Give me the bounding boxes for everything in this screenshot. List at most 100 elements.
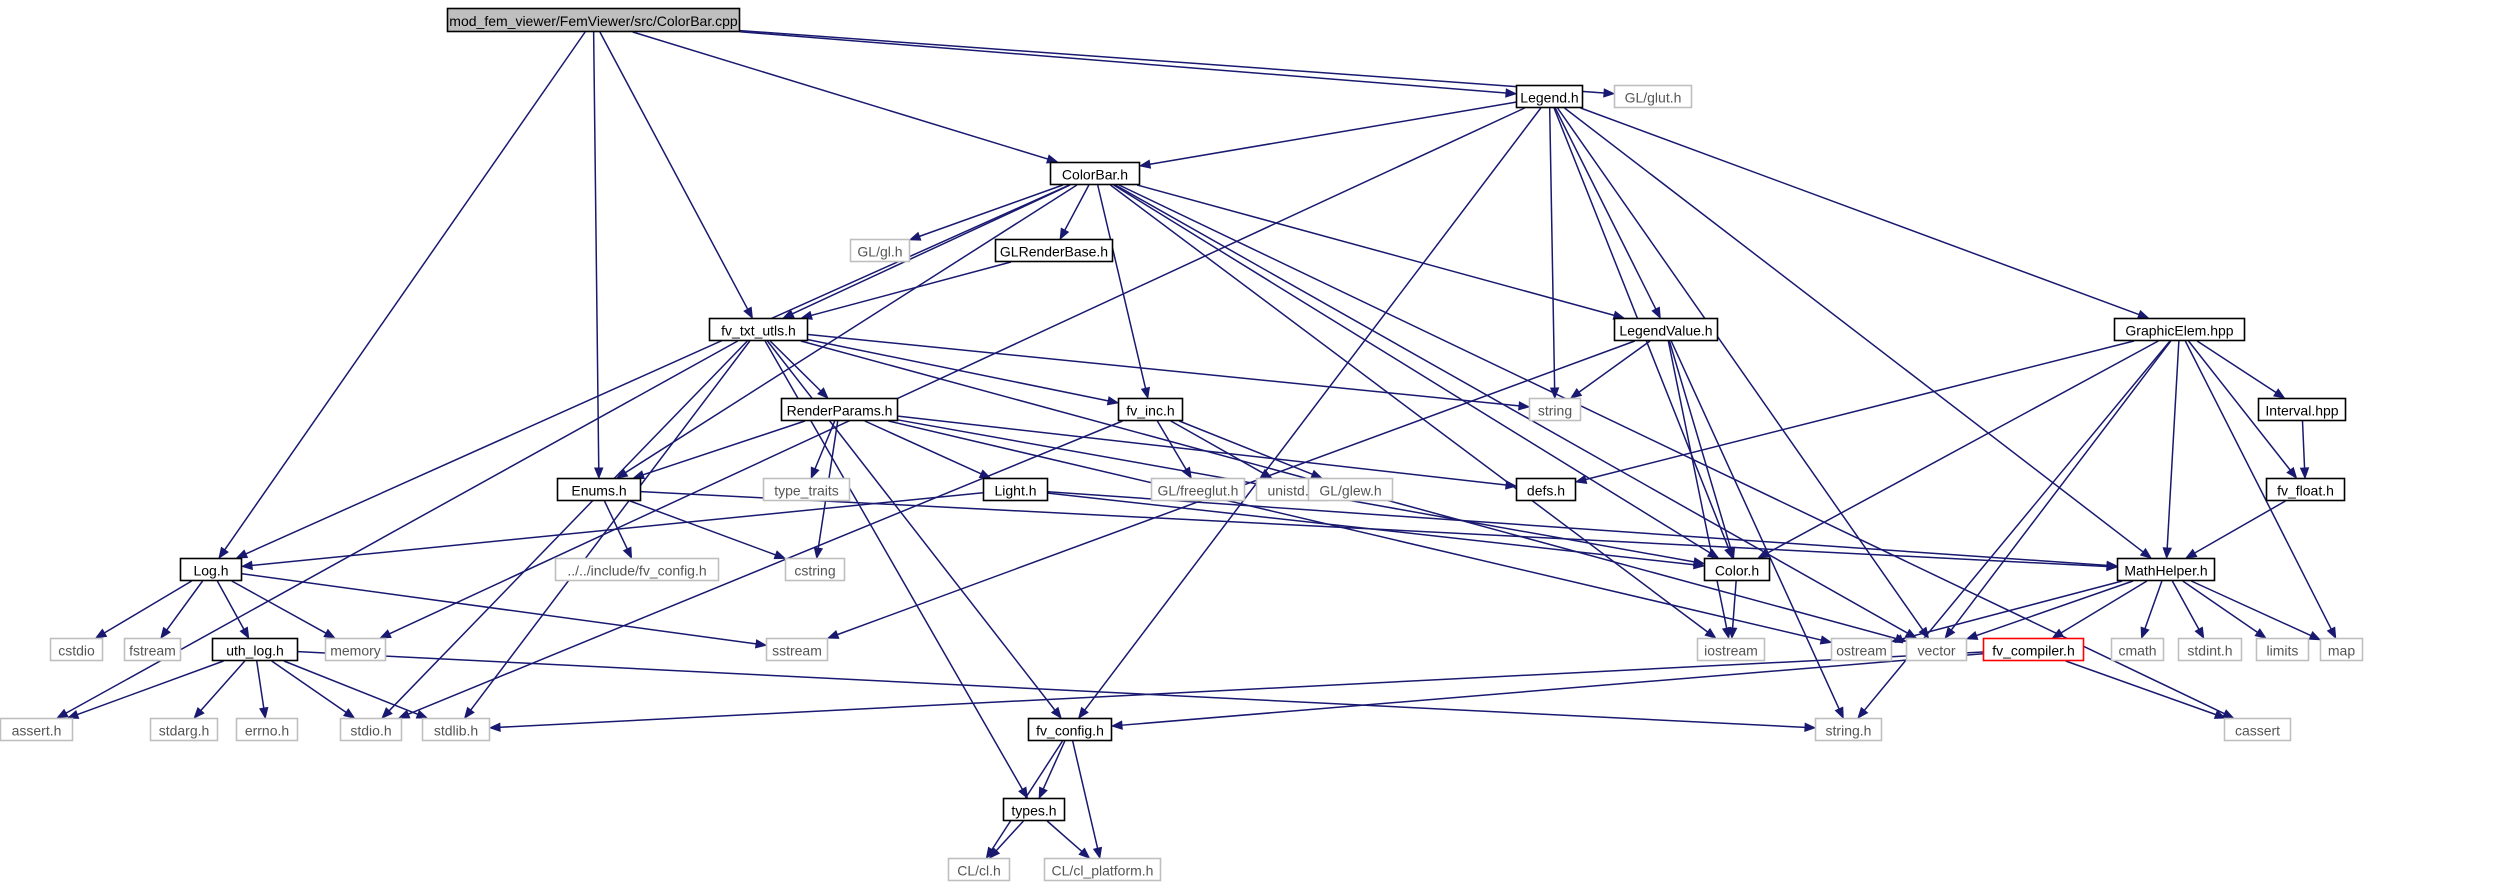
node-root[interactable]: mod_fem_viewer/FemViewer/src/ColorBar.cp… (446, 7, 741, 33)
node-errno: errno.h (235, 717, 299, 742)
edge-fv_config-to-types (1038, 740, 1066, 800)
node-box (1830, 637, 1893, 662)
arrowhead-icon (1050, 706, 1062, 720)
node-fv-compiler[interactable]: fv_compiler.h (1982, 637, 2085, 662)
node-stdio: stdio.h (339, 717, 403, 742)
arrowhead-icon (1077, 706, 1089, 720)
edge-line (255, 660, 265, 709)
node-box (1696, 637, 1766, 662)
arrowhead-icon (463, 706, 475, 720)
edge-line (2196, 340, 2277, 394)
edge-line (499, 651, 1984, 729)
arrowhead-icon (1092, 846, 1103, 860)
node-fv-float[interactable]: fv_float.h (2265, 477, 2346, 502)
arrowhead-icon (2273, 388, 2286, 399)
node-renderparams[interactable]: RenderParams.h (780, 397, 899, 422)
edge-line (1976, 580, 2134, 637)
edge-line (919, 184, 1064, 238)
node-label: stdarg.h (159, 723, 210, 739)
node-defs[interactable]: defs.h (1515, 477, 1577, 502)
node-graphicelem[interactable]: GraphicElem.hpp (2113, 317, 2246, 342)
edge-line (739, 29, 1605, 94)
node-box (849, 238, 911, 263)
edge-colorbar_h-to-log (235, 184, 1070, 559)
nodes-layer: mod_fem_viewer/FemViewer/src/ColorBar.cp… (0, 7, 2364, 882)
arrowhead-icon (817, 387, 829, 399)
node-assert: assert.h (0, 717, 74, 742)
node-box (947, 857, 1011, 882)
edge-line (1578, 340, 1651, 393)
edge-line (810, 261, 1012, 317)
edge-renderparams-to-type_traits (810, 420, 836, 480)
edge-mathhelper-to-fv_compiler (2051, 580, 2148, 639)
arrowhead-icon (1569, 388, 1583, 399)
node-colorbar-h[interactable]: ColorBar.h (1049, 161, 1141, 186)
node-enums[interactable]: Enums.h (556, 477, 642, 502)
node-label: GL/gl.h (857, 244, 902, 260)
edge-line (1149, 101, 1517, 165)
edge-line (1113, 184, 1711, 554)
edge-root-to-legend_h (739, 30, 1518, 98)
edge-line (77, 660, 224, 716)
arrowhead-icon (1260, 468, 1273, 479)
edge-mathhelper-to-cmath (2140, 580, 2163, 640)
arrowhead-icon (1110, 720, 1123, 730)
edge-line (1071, 740, 1099, 849)
node-box (1613, 84, 1693, 109)
edge-line (2194, 500, 2286, 554)
edge-mathhelper-to-stdint (2171, 580, 2205, 640)
arrowhead-icon (1834, 706, 1844, 720)
edge-uth_log-to-errno (255, 660, 269, 720)
node-label: GL/glut.h (1625, 90, 1682, 106)
node-interval[interactable]: Interval.hpp (2257, 397, 2347, 422)
node-label: iostream (1704, 643, 1758, 659)
node-color[interactable]: Color.h (1703, 557, 1771, 582)
edge-line (1064, 184, 1090, 231)
node-uth-log[interactable]: uth_log.h (211, 637, 299, 662)
edge-legendvalue-to-string (1569, 340, 1651, 399)
node-label: defs.h (1527, 483, 1565, 499)
edge-line (592, 31, 600, 469)
edge-line (166, 580, 204, 631)
node-box (556, 477, 642, 502)
arrowhead-icon (415, 709, 429, 719)
node-fv-config[interactable]: fv_config.h (1027, 717, 1113, 742)
edge-colorbar_h-to-cassert (1118, 184, 2235, 719)
edge-line (2187, 340, 2291, 471)
edge-enums-to-cstring (629, 500, 787, 560)
edge-renderparams-to-defs (897, 415, 1518, 490)
arrowhead-icon (1944, 626, 1956, 640)
node-string: string (1528, 397, 1582, 422)
node-light[interactable]: Light.h (982, 477, 1049, 502)
node-fv-txt-utls[interactable]: fv_txt_utls.h (708, 317, 809, 342)
edge-mathhelper-to-ostream (1890, 580, 2123, 644)
edge-line (2166, 340, 2180, 549)
edge-line (1585, 340, 2135, 481)
node-fv-inc[interactable]: fv_inc.h (1117, 397, 1184, 422)
edge-line (2184, 340, 2332, 630)
node-box (1515, 84, 1584, 109)
node-legendvalue[interactable]: LegendValue.h (1613, 317, 1719, 342)
edge-line (1668, 340, 1732, 549)
edge-fv_compiler-to-stdlib (488, 651, 1984, 732)
edge-mathhelper-to-vector (1965, 580, 2134, 640)
edge-log-to-fstream (160, 580, 204, 640)
node-sstream: sstream (765, 637, 829, 662)
node-label: string (1538, 403, 1572, 419)
edge-line (297, 650, 1806, 729)
node-mathhelper[interactable]: MathHelper.h (2116, 557, 2216, 582)
arrowhead-icon (193, 707, 205, 720)
node-box (2116, 557, 2216, 582)
node-log[interactable]: Log.h (179, 557, 243, 582)
arrowhead-icon (615, 468, 629, 479)
edge-line (1047, 492, 1695, 566)
node-glrenderbase[interactable]: GLRenderBase.h (994, 238, 1114, 263)
arrowhead-icon (2162, 547, 2172, 560)
node-box (1307, 477, 1394, 502)
edge-graphicelem-to-mathhelper (2162, 340, 2180, 560)
node-legend-h[interactable]: Legend.h (1515, 84, 1584, 109)
node-box (339, 717, 403, 742)
edge-graphicelem-to-color (1757, 340, 2159, 559)
node-types[interactable]: types.h (1002, 797, 1066, 822)
